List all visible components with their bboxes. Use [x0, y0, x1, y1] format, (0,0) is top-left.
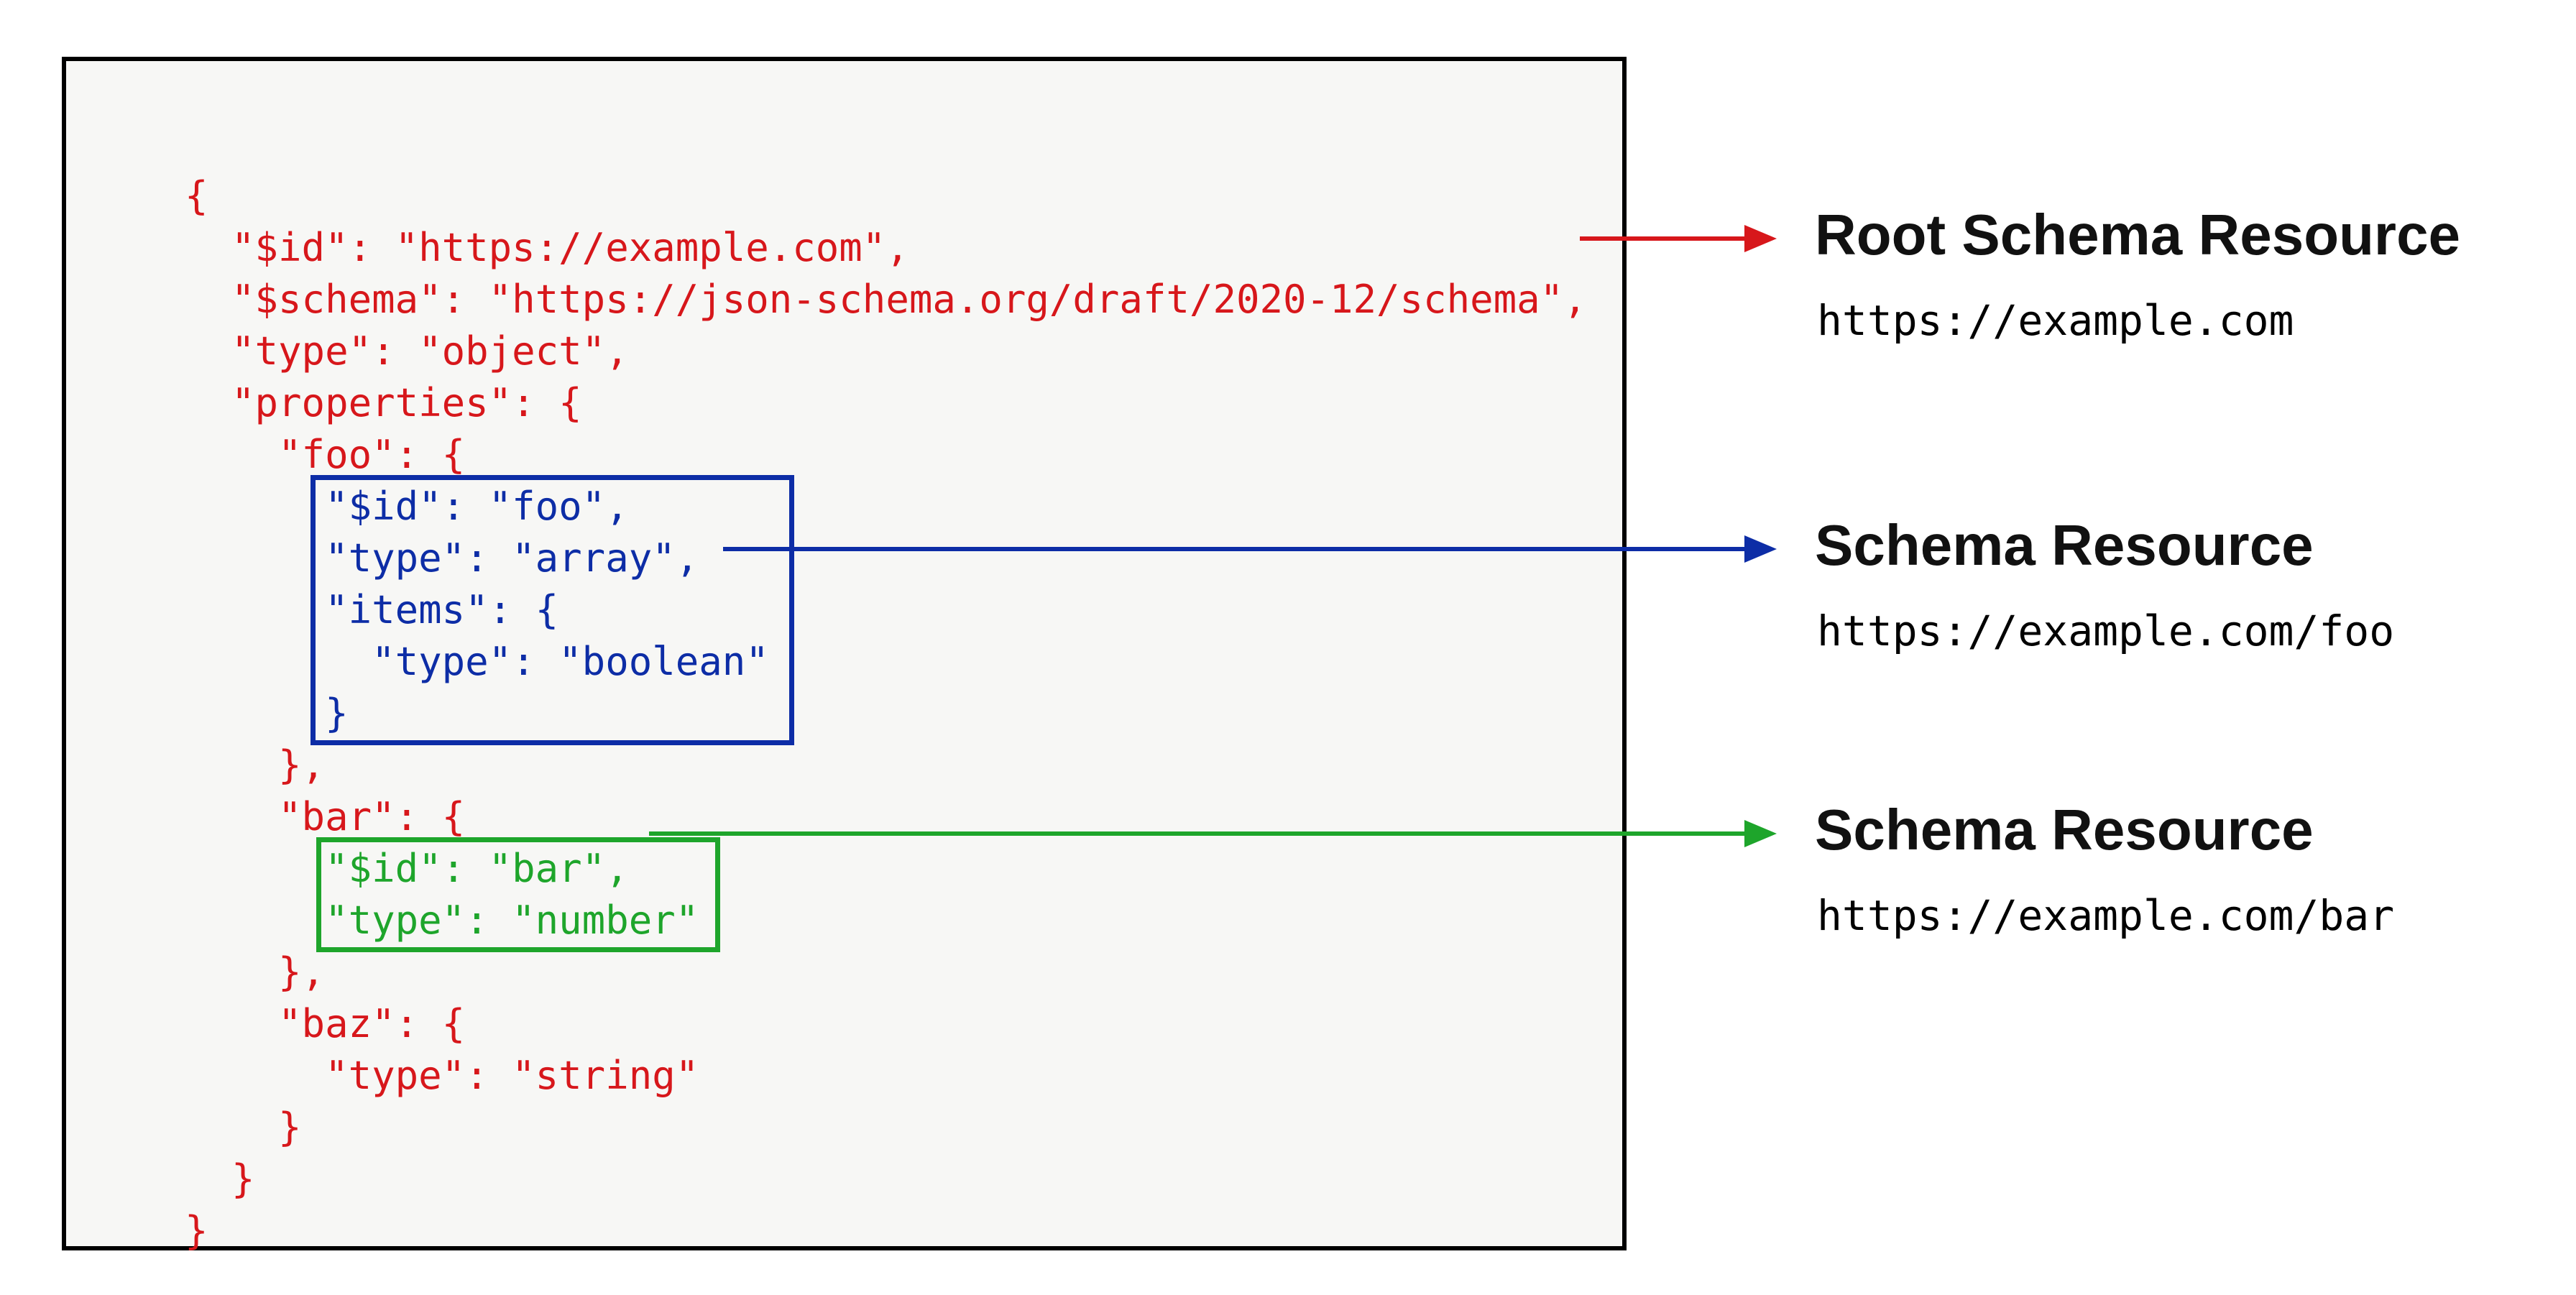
code-line: "type": "string"	[185, 1053, 699, 1098]
code-line: "type": "boolean"	[185, 639, 769, 684]
code-line: "$id": "bar",	[185, 846, 629, 891]
code-line: },	[185, 949, 326, 995]
code-line: "foo": {	[185, 432, 466, 477]
bar-schema-arrowhead-icon	[1744, 820, 1777, 847]
root-schema-resource-url: https://example.com	[1817, 296, 2294, 345]
code-line: "$schema": "https://json-schema.org/draf…	[185, 277, 1587, 322]
schema-code-block: { "$id": "https://example.com", "$schema…	[185, 170, 1587, 1257]
foo-schema-arrow-shaft	[723, 547, 1748, 551]
code-line: },	[185, 742, 326, 788]
code-line: "properties": {	[185, 380, 582, 425]
code-line: "baz": {	[185, 1001, 466, 1046]
bar-schema-highlight-box	[316, 837, 720, 952]
code-line: "items": {	[185, 587, 559, 632]
bar-schema-resource-title: Schema Resource	[1815, 798, 2314, 862]
foo-schema-resource-url: https://example.com/foo	[1817, 607, 2395, 655]
code-line: }	[185, 691, 349, 736]
code-line: }	[185, 1156, 255, 1202]
root-schema-arrowhead-icon	[1744, 225, 1777, 252]
foo-schema-highlight-box	[310, 475, 794, 745]
bar-schema-arrow-shaft	[649, 831, 1748, 836]
code-line: }	[185, 1105, 302, 1150]
root-schema-resource-title: Root Schema Resource	[1815, 203, 2461, 267]
foo-schema-resource-title: Schema Resource	[1815, 513, 2314, 577]
foo-schema-arrowhead-icon	[1744, 535, 1777, 563]
root-schema-arrow-shaft	[1580, 236, 1748, 241]
code-line: "bar": {	[185, 794, 466, 839]
code-line: "type": "array",	[185, 535, 699, 581]
code-line: {	[185, 173, 208, 218]
code-line: "$id": "foo",	[185, 484, 629, 529]
bar-schema-resource-url: https://example.com/bar	[1817, 891, 2395, 940]
code-line: "type": "object",	[185, 328, 629, 374]
code-line: "$id": "https://example.com",	[185, 225, 909, 270]
code-line: "type": "number"	[185, 898, 699, 943]
code-line: }	[185, 1208, 208, 1253]
schema-code-panel: { "$id": "https://example.com", "$schema…	[62, 57, 1627, 1253]
